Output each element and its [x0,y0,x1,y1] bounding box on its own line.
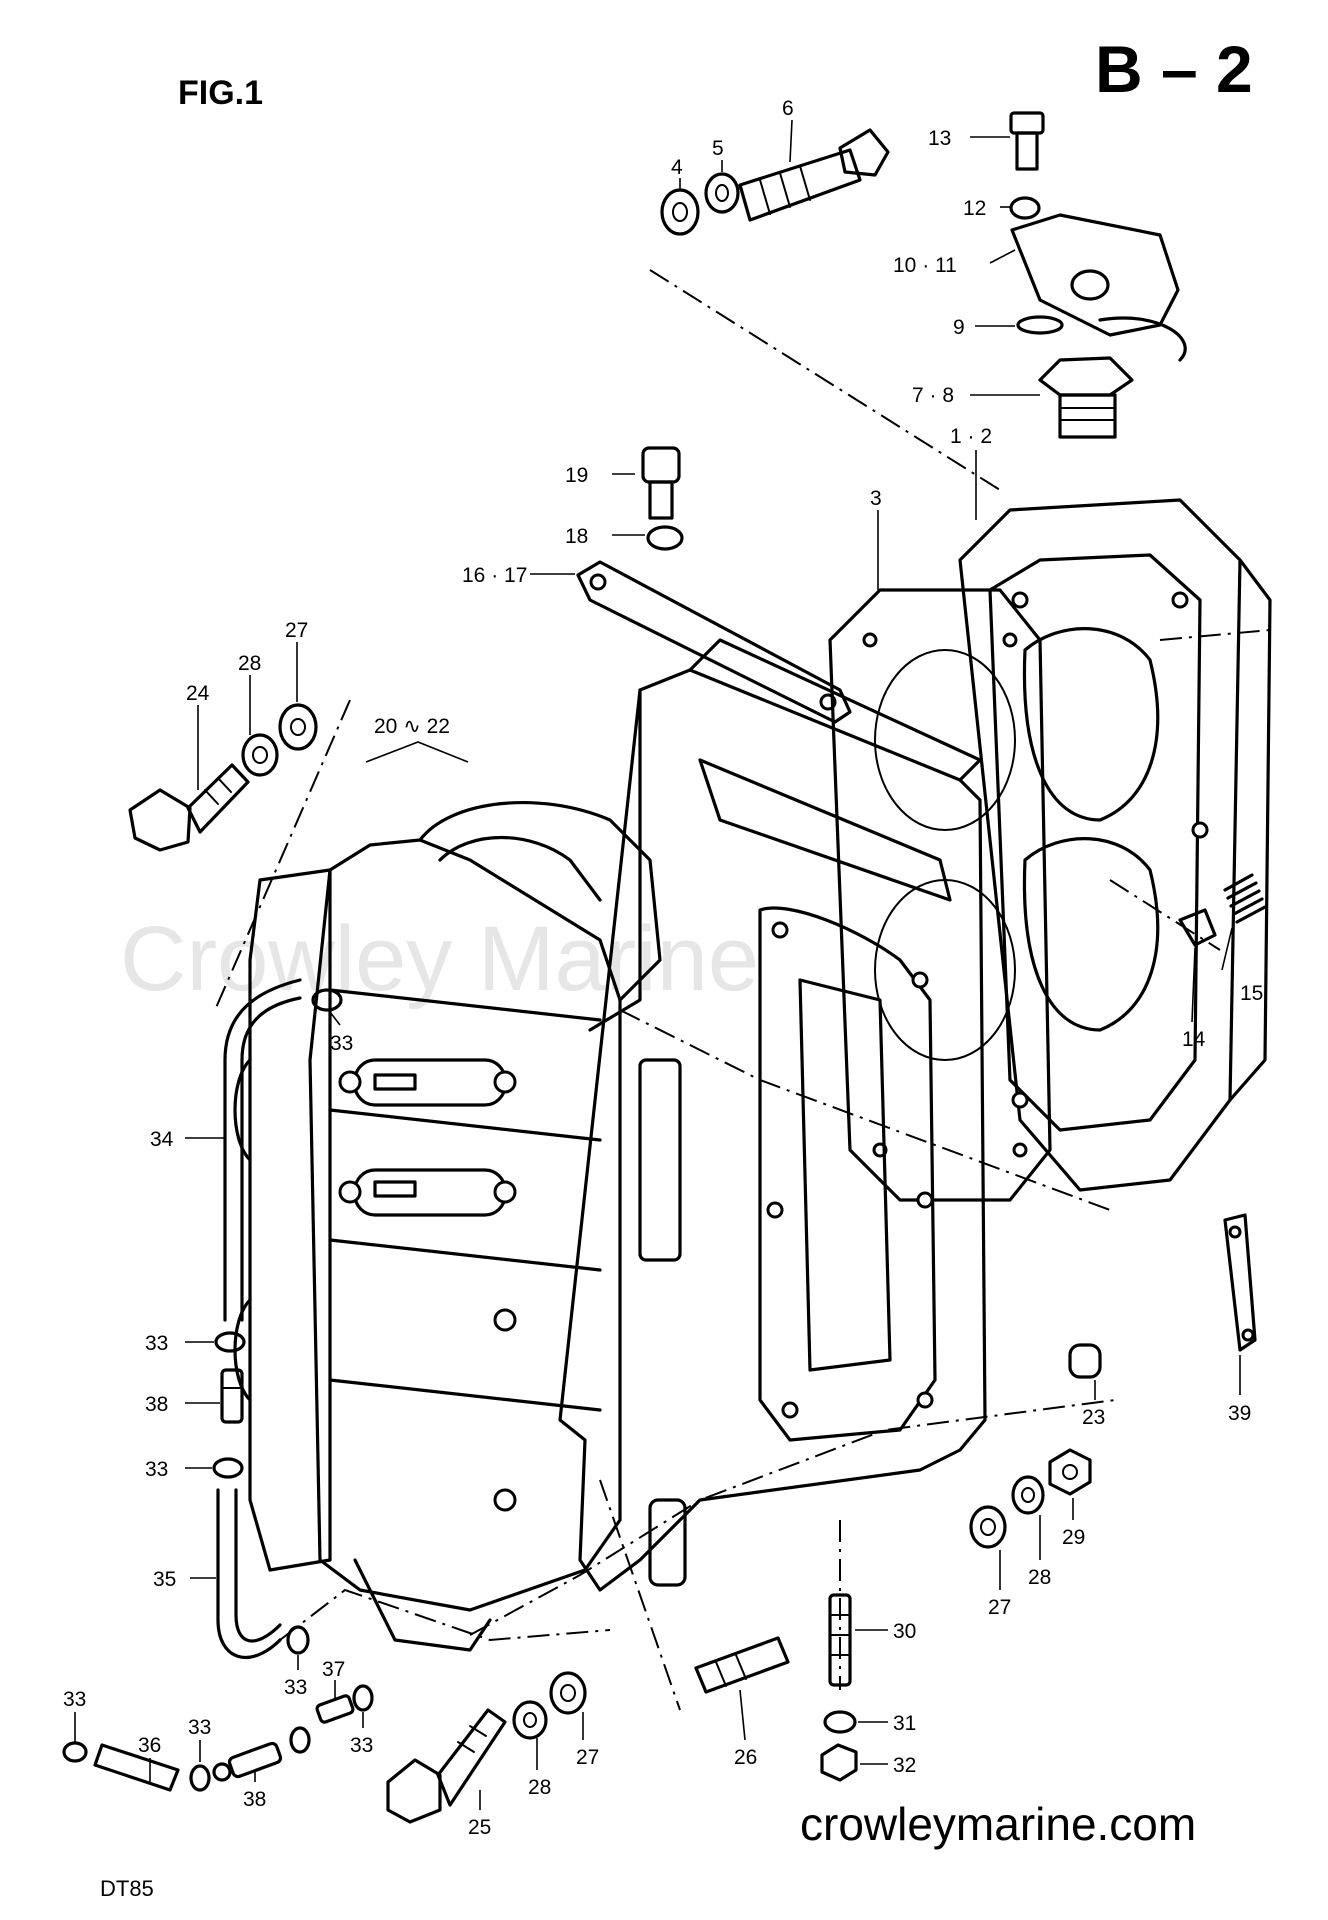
callout-6: 6 [782,97,794,120]
part-7-thermostat [1038,356,1134,439]
callout-15: 15 [1240,982,1263,1005]
part-28-lock-washer-upper [241,733,279,777]
callout-33-e: 33 [350,1734,373,1757]
callout-9: 9 [953,316,965,339]
part-36-hose [93,1743,180,1792]
part-30-stud [828,1593,852,1687]
part-24-bolt [128,763,250,852]
crankcase-block [558,638,987,1592]
callout-28-upper: 28 [238,652,261,675]
callout-16-17: 16 · 17 [462,564,527,587]
part-14-valve [1178,908,1217,947]
callout-26: 26 [734,1746,757,1769]
callout-10-11: 10 · 11 [893,254,957,277]
callout-38-a: 38 [145,1393,168,1416]
watermark: Crowley Marine [120,908,759,1010]
part-23-dowel [1068,1343,1102,1379]
callout-33-f: 33 [188,1716,211,1739]
part-37-fitting [315,1694,355,1724]
part-13-bolt [1009,111,1045,171]
part-10-thermostat-cover [1010,213,1187,362]
callout-13: 13 [928,127,951,150]
callout-labels: 4 5 6 13 12 10 · 11 9 7 · 8 1 · 2 3 19 1… [63,97,1263,1839]
callout-33-d: 33 [284,1676,307,1699]
part-33-clamp-f [289,1726,311,1754]
callout-20-22: 20 ∿ 22 [374,715,450,738]
part-25-bolt [386,1708,507,1824]
part-33-clamp-d [286,1625,310,1655]
part-34-hose [223,978,302,1322]
part-33-clamp-h [189,1764,211,1792]
callout-29: 29 [1062,1526,1085,1549]
site-url: crowleymarine.com [800,1798,1196,1850]
callout-24: 24 [186,682,210,705]
callout-33-g: 33 [63,1688,86,1711]
callout-36: 36 [138,1734,161,1757]
part-35-hose [216,1488,282,1659]
callout-30: 30 [893,1620,916,1643]
part-28-lock-washer-right [1011,1475,1045,1515]
callout-33-b: 33 [145,1332,168,1355]
callout-3: 3 [870,487,882,510]
callout-27-right: 27 [988,1596,1011,1619]
part-32-nut [820,1743,858,1782]
part-5-lock-washer [704,172,740,214]
callout-38-b: 38 [243,1788,266,1811]
part-12-washer [1009,196,1041,220]
part-28-lock-washer-lower [512,1700,548,1740]
callout-23: 23 [1082,1406,1105,1429]
part-33-clamp-g [62,1741,88,1763]
callout-35: 35 [153,1568,176,1591]
part-27-washer-right [969,1505,1007,1549]
part-16-bracket [576,560,852,724]
callout-33-a: 33 [330,1032,353,1055]
callout-37: 37 [322,1658,345,1681]
part-19-bolt [641,446,681,520]
callout-32: 32 [893,1754,916,1777]
callout-4: 4 [671,156,683,179]
part-33-clamp-c [212,1457,244,1479]
leader-lines [74,119,1241,1810]
part-33-clamp-a [311,988,343,1012]
callout-14: 14 [1182,1028,1206,1051]
part-27-washer-upper [278,703,318,751]
callout-25: 25 [468,1816,491,1839]
part-6-bolt [738,128,890,222]
part-20-crankcase-half [233,800,662,1652]
callout-18: 18 [565,525,588,548]
part-1-cylinder-head [958,498,1272,1192]
model-label: DT85 [100,1876,154,1901]
part-15-spring [1223,873,1267,924]
part-29-nut [1048,1448,1092,1496]
callout-1-2: 1 · 2 [950,425,992,448]
part-9-gasket [1016,315,1064,335]
part-31-lock-washer [823,1710,857,1734]
figure-label: FIG.1 [178,74,263,112]
callout-19: 19 [565,464,588,487]
callout-5: 5 [712,137,724,160]
callout-39: 39 [1228,1402,1251,1425]
callout-34: 34 [150,1128,174,1151]
callout-28-right: 28 [1028,1566,1051,1589]
part-4-washer [660,188,700,236]
assembly-lines [214,269,1271,1711]
callout-27-upper: 27 [285,619,308,642]
sheet-code: B – 2 [1095,32,1253,106]
part-26-stud [694,1636,790,1694]
part-3-head-gasket [828,588,1052,1202]
callout-12: 12 [963,197,986,220]
part-38-fitting-a [220,1368,244,1424]
part-39-strap [1223,1213,1257,1352]
part-27-washer-lower [549,1671,587,1715]
callout-7-8: 7 · 8 [912,384,954,407]
callout-28-lower: 28 [528,1776,551,1799]
part-38-fitting-b [212,1741,283,1782]
callout-27-lower: 27 [576,1746,599,1769]
callout-31: 31 [893,1712,916,1735]
part-18-washer [646,525,684,551]
callout-33-c: 33 [145,1458,168,1481]
part-33-clamp-b [214,1331,246,1353]
part-33-clamp-e [352,1684,374,1712]
